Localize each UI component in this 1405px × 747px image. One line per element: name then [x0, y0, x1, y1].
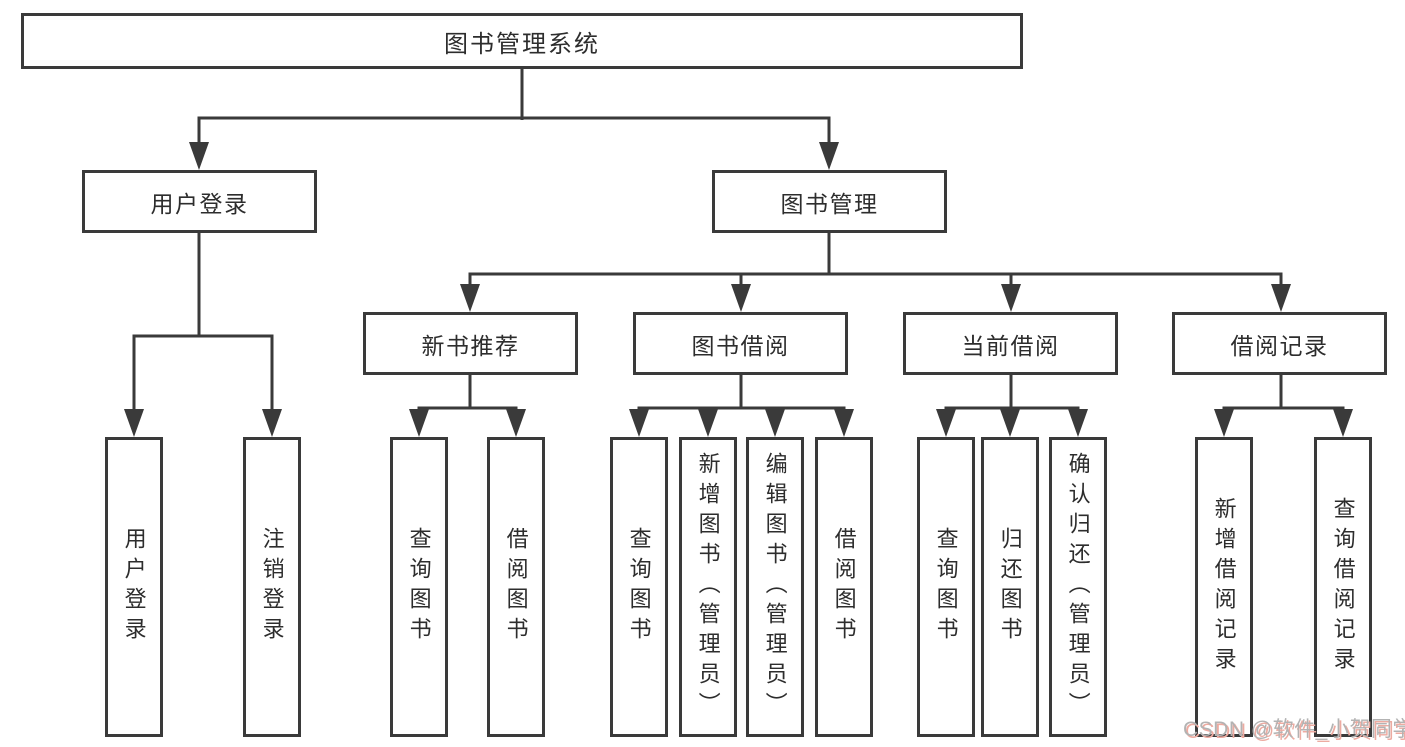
- arrowhead-icon: [1068, 409, 1088, 437]
- node-label: 查询借阅记录: [1330, 497, 1356, 677]
- connector-level3-rail: [468, 272, 1283, 286]
- node-label: 借阅图书: [831, 527, 857, 647]
- arrowhead-icon: [1000, 409, 1020, 437]
- node-book-borrowing: 图书借阅: [633, 312, 848, 375]
- arrowhead-icon: [936, 409, 956, 437]
- connector-level2-rail: [197, 116, 831, 144]
- node-label: 当前借阅: [961, 332, 1060, 359]
- arrowhead-icon: [698, 409, 718, 437]
- node-label: 确认归还（管理员）: [1065, 452, 1091, 722]
- node-label: 查询图书: [933, 527, 959, 647]
- arrowhead-icon: [409, 409, 429, 437]
- leaf-query-borrow-record: 查询借阅记录: [1314, 437, 1372, 737]
- node-book-management-system: 图书管理系统: [21, 13, 1023, 69]
- arrowhead-icon: [819, 142, 839, 170]
- node-label: 注销登录: [259, 527, 285, 647]
- node-label: 借阅图书: [503, 527, 529, 647]
- arrowhead-icon: [765, 409, 785, 437]
- node-borrowing-records: 借阅记录: [1172, 312, 1387, 375]
- leaf-add-books-admin: 新增图书（管理员）: [679, 437, 737, 737]
- node-book-management: 图书管理: [712, 170, 947, 233]
- leaf-query-books-3: 查询图书: [917, 437, 975, 737]
- node-label: 查询图书: [406, 527, 432, 647]
- arrowhead-icon: [262, 409, 282, 437]
- arrowhead-icon: [1271, 284, 1291, 312]
- csdn-watermark: CSDN @软件_小贺同学: [1183, 718, 1405, 741]
- arrowhead-icon: [834, 409, 854, 437]
- node-label: 用户登录: [150, 190, 249, 217]
- leaf-borrow-books-2: 借阅图书: [815, 437, 873, 737]
- leaf-user-login: 用户登录: [105, 437, 163, 737]
- node-label: 图书管理: [780, 190, 879, 217]
- node-label: 图书借阅: [691, 332, 790, 359]
- connector-borrowing-split: [637, 373, 846, 411]
- arrowhead-icon: [124, 409, 144, 437]
- connector-userlogin-split: [132, 231, 274, 411]
- leaf-edit-books-admin: 编辑图书（管理员）: [746, 437, 804, 737]
- leaf-query-books-1: 查询图书: [390, 437, 448, 737]
- arrowhead-icon: [189, 142, 209, 170]
- node-current-borrowing: 当前借阅: [903, 312, 1118, 375]
- node-label: 借阅记录: [1230, 332, 1329, 359]
- arrowhead-icon: [1214, 409, 1234, 437]
- arrowhead-icon: [1001, 284, 1021, 312]
- arrowhead-icon: [731, 284, 751, 312]
- arrowhead-icon: [460, 284, 480, 312]
- leaf-confirm-return-admin: 确认归还（管理员）: [1049, 437, 1107, 737]
- node-label: 查询图书: [626, 527, 652, 647]
- node-label: 用户登录: [121, 527, 147, 647]
- connector-current-split: [944, 373, 1080, 411]
- arrowhead-icon: [1333, 409, 1353, 437]
- leaf-return-books: 归还图书: [981, 437, 1039, 737]
- connector-records-split: [1222, 373, 1345, 411]
- node-label: 新增图书（管理员）: [695, 452, 721, 722]
- leaf-logout: 注销登录: [243, 437, 301, 737]
- leaf-query-books-2: 查询图书: [610, 437, 668, 737]
- node-user-login: 用户登录: [82, 170, 317, 233]
- node-label: 新书推荐: [421, 332, 520, 359]
- node-label: 新增借阅记录: [1211, 497, 1237, 677]
- arrowhead-icon: [629, 409, 649, 437]
- node-label: 编辑图书（管理员）: [762, 452, 788, 722]
- connector-newbook-split: [417, 373, 518, 411]
- node-label: 归还图书: [997, 527, 1023, 647]
- leaf-borrow-books-1: 借阅图书: [487, 437, 545, 737]
- node-label: 图书管理系统: [444, 30, 600, 58]
- node-new-book-recommend: 新书推荐: [363, 312, 578, 375]
- arrowhead-icon: [506, 409, 526, 437]
- leaf-add-borrow-record: 新增借阅记录: [1195, 437, 1253, 737]
